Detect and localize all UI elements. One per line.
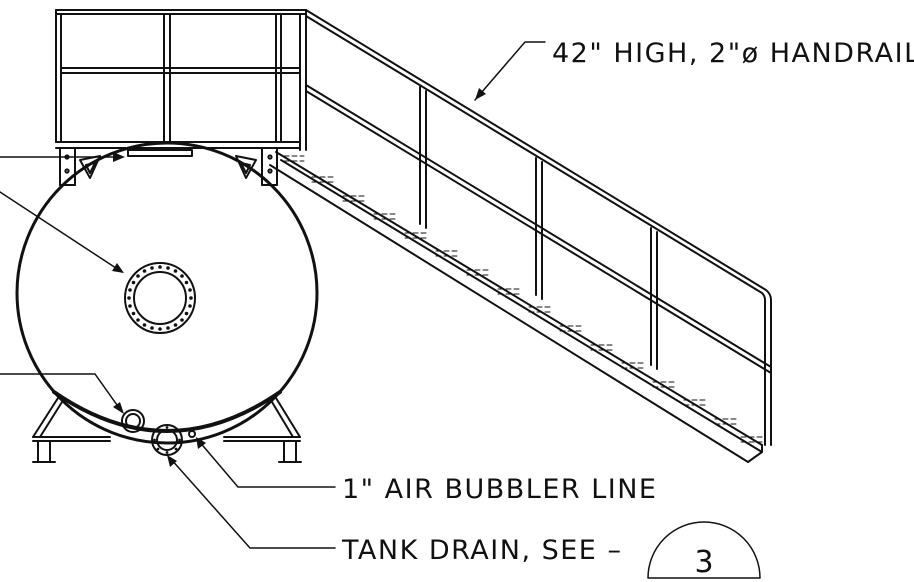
air-bubbler-connection	[188, 430, 196, 438]
stair-stringer	[269, 151, 763, 463]
tank-saddle-left	[32, 397, 111, 463]
handrail-arrowhead	[475, 88, 486, 100]
leader-lines	[0, 41, 761, 579]
manway-leader	[0, 191, 123, 273]
manway-arrowhead	[112, 263, 124, 273]
platform-guardrail	[55, 9, 307, 151]
platform-supports	[59, 147, 278, 186]
manway-nozzle	[124, 262, 196, 334]
manway-top-arrowhead	[113, 152, 125, 162]
lower-nozzle-arrowhead	[113, 402, 124, 414]
stair-handrail	[305, 9, 772, 446]
lower-nozzle	[121, 409, 145, 433]
air-bubbler-callout: 1" AIR BUBBLER LINE	[342, 474, 658, 505]
air-bubbler-arrowhead	[196, 437, 206, 449]
detail-reference-number: 3	[694, 545, 713, 580]
tank-shell	[15, 141, 319, 445]
leader-arrowheads	[112, 88, 486, 467]
tank-drain-callout: TANK DRAIN, SEE –	[341, 535, 622, 566]
tank-saddle-right	[223, 397, 302, 463]
air-bubbler-leader	[197, 439, 336, 488]
tank-drain-leader	[169, 457, 336, 549]
drain-nozzle	[151, 424, 183, 456]
handrail-leader	[474, 41, 546, 101]
lower-nozzle-leader	[0, 373, 123, 413]
handrail-callout: 42" HIGH, 2"ø HANDRAIL	[552, 38, 914, 69]
tank-drain-arrowhead	[167, 455, 177, 467]
stair-treads	[283, 155, 763, 443]
detail-3-bubble	[647, 521, 761, 579]
